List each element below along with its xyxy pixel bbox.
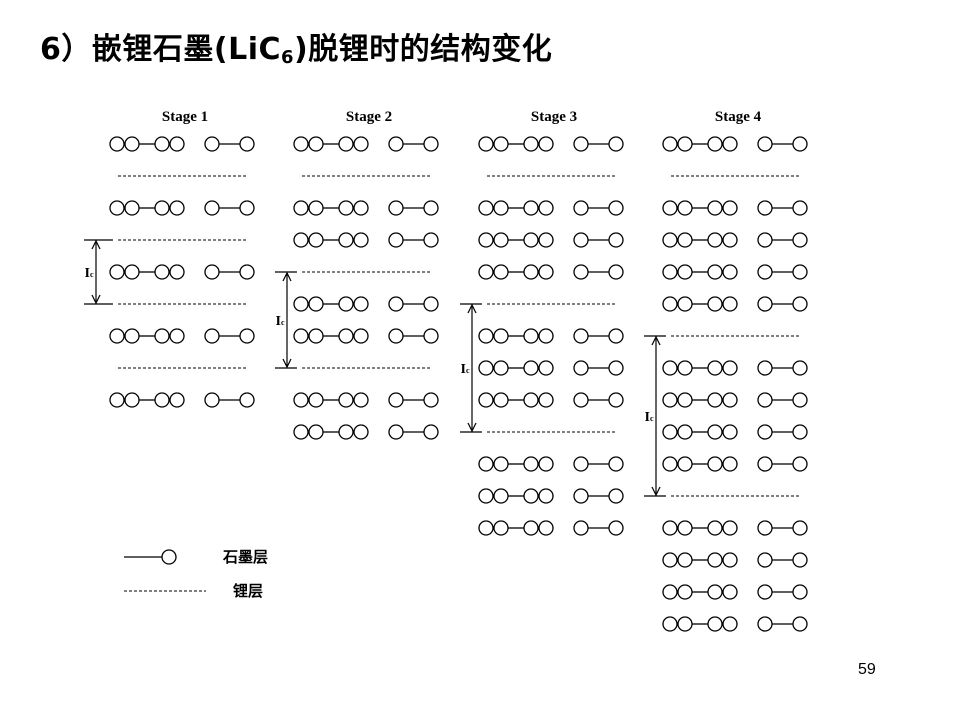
graphite-layer	[293, 200, 439, 216]
graphite-layer	[293, 392, 439, 408]
graphite-layer	[109, 136, 255, 152]
stage-1-column: Stage 1 Ic	[84, 109, 255, 408]
stages-group: Stage 1 Ic Stage 2 Ic Stage 3 Ic Stage 4 Ic	[84, 109, 808, 632]
graphite-layer	[109, 264, 255, 280]
graphite-layer	[662, 520, 808, 536]
graphite-layer	[109, 200, 255, 216]
title-suffix: )脱锂时的结构变化	[294, 32, 553, 67]
ic-label: Ic	[84, 266, 93, 281]
graphite-layer	[109, 392, 255, 408]
ic-dimension-arrow: Ic	[84, 239, 113, 305]
graphite-layer	[662, 232, 808, 248]
ic-label: Ic	[460, 362, 469, 377]
graphite-layer	[478, 392, 624, 408]
graphite-layer	[662, 584, 808, 600]
legend-graphite-label: 石墨层	[222, 548, 268, 566]
graphite-layer	[478, 232, 624, 248]
graphite-layer	[478, 200, 624, 216]
graphite-layer	[478, 520, 624, 536]
ic-label: Ic	[275, 314, 284, 329]
stage-4-column: Stage 4 Ic	[644, 109, 808, 632]
graphite-layer	[478, 360, 624, 376]
stage-2-column: Stage 2 Ic	[275, 109, 439, 440]
graphite-layer	[662, 456, 808, 472]
legend-graphite-symbol	[124, 549, 177, 565]
graphite-layer	[662, 360, 808, 376]
graphite-layer	[293, 328, 439, 344]
legend: 石墨层 锂层	[124, 548, 268, 600]
title-prefix: 6）嵌锂石墨(LiC	[40, 32, 282, 67]
graphite-layer	[478, 488, 624, 504]
graphite-layer	[662, 552, 808, 568]
graphite-layer	[662, 616, 808, 632]
graphite-layer	[478, 136, 624, 152]
stage-2-label: Stage 2	[346, 109, 392, 125]
stage-3-column: Stage 3 Ic	[460, 109, 624, 536]
slide-title: 6）嵌锂石墨(LiC6)脱锂时的结构变化	[40, 24, 552, 68]
graphite-layer	[662, 200, 808, 216]
ic-label: Ic	[644, 410, 653, 425]
graphite-layer	[293, 424, 439, 440]
graphite-layer	[293, 136, 439, 152]
graphite-layer	[662, 296, 808, 312]
graphite-layer	[478, 264, 624, 280]
legend-lithium-label: 锂层	[233, 582, 263, 600]
graphite-layer	[478, 328, 624, 344]
title-subscript: 6	[281, 47, 295, 68]
graphite-layer	[478, 456, 624, 472]
graphite-layer	[109, 328, 255, 344]
stage-1-label: Stage 1	[162, 109, 208, 125]
graphite-layer	[293, 232, 439, 248]
graphite-layer	[662, 136, 808, 152]
stage-4-label: Stage 4	[715, 109, 762, 125]
ic-dimension-arrow: Ic	[275, 271, 297, 369]
graphite-layer	[662, 264, 808, 280]
page-number: 59	[858, 661, 876, 678]
ic-dimension-arrow: Ic	[460, 303, 482, 433]
graphite-layer	[662, 424, 808, 440]
graphite-layer	[293, 296, 439, 312]
ic-dimension-arrow: Ic	[644, 335, 666, 497]
stage-3-label: Stage 3	[531, 109, 577, 125]
graphite-layer	[662, 392, 808, 408]
